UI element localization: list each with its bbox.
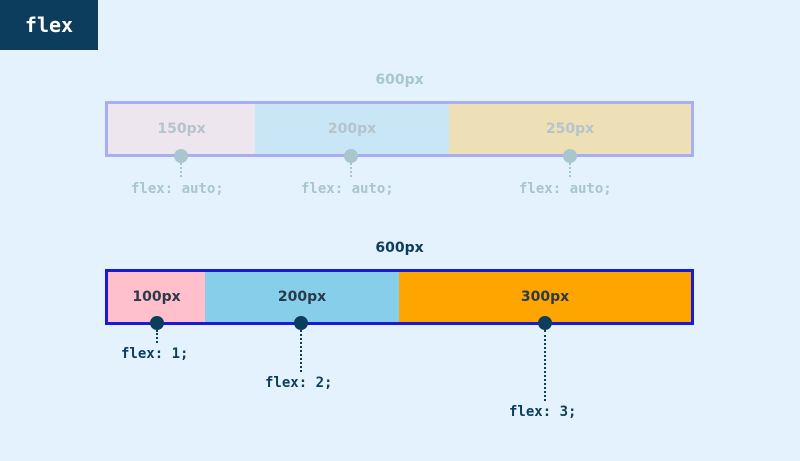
connector-line bbox=[569, 163, 571, 177]
connector-dot bbox=[150, 316, 164, 330]
item-size-label: 150px bbox=[157, 121, 206, 137]
flex-container: 100px 200px 300px bbox=[105, 269, 694, 325]
flex-item-3: 300px bbox=[399, 272, 691, 322]
connector-line bbox=[350, 163, 352, 177]
flex-item-3: 250px bbox=[449, 104, 691, 154]
flex-item-1: 150px bbox=[108, 104, 255, 154]
connector-line bbox=[156, 330, 158, 343]
connector-dot bbox=[344, 149, 358, 163]
connector-line bbox=[180, 163, 182, 177]
container-width-label: 600px bbox=[375, 72, 424, 88]
flex-property-label: flex: auto; bbox=[519, 181, 612, 197]
item-size-label: 100px bbox=[132, 289, 181, 305]
item-size-label: 300px bbox=[520, 289, 570, 305]
connector-dot bbox=[563, 149, 577, 163]
item-size-label: 200px bbox=[327, 121, 377, 137]
item-size-label: 200px bbox=[277, 289, 327, 305]
connector-dot bbox=[174, 149, 188, 163]
flex-property-label: flex: 1; bbox=[121, 346, 189, 362]
item-size-label: 250px bbox=[545, 121, 595, 137]
flex-property-label: flex: auto; bbox=[301, 181, 394, 197]
connector-line bbox=[300, 330, 302, 372]
flex-property-label: flex: 2; bbox=[265, 375, 333, 391]
flex-item-1: 100px bbox=[108, 272, 205, 322]
flex-property-label: flex: 3; bbox=[509, 404, 577, 420]
flex-item-2: 200px bbox=[205, 272, 399, 322]
container-width-label: 600px bbox=[375, 240, 424, 256]
flex-container: 150px 200px 250px bbox=[105, 101, 694, 157]
connector-line bbox=[544, 330, 546, 401]
connector-dot bbox=[294, 316, 308, 330]
page-title: flex bbox=[0, 0, 98, 50]
connector-dot bbox=[538, 316, 552, 330]
flex-item-2: 200px bbox=[255, 104, 449, 154]
flex-property-label: flex: auto; bbox=[131, 181, 224, 197]
